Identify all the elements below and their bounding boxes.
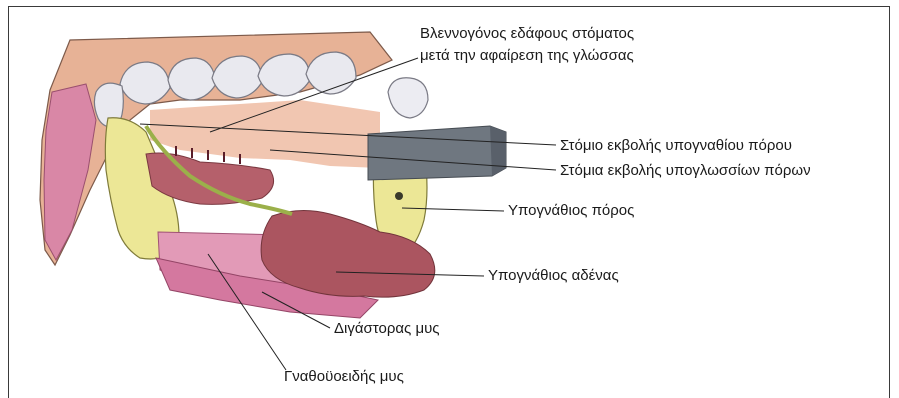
isolated-tooth — [388, 78, 428, 118]
retractor-edge — [490, 126, 506, 176]
duct-cross-section — [395, 192, 403, 200]
retractor-instrument — [368, 126, 506, 180]
label-submandibular-duct-orifice: Στόμιο εκβολής υπογναθίου πόρου — [560, 137, 792, 154]
label-digastric-muscle: Διγάστορας μυς — [334, 320, 440, 337]
label-submandibular-duct: Υπογνάθιος πόρος — [508, 202, 634, 219]
label-mucosa-line1: Βλεννογόνος εδάφους στόματος — [420, 25, 634, 42]
label-mylohyoid-muscle: Γναθοϋοειδής μυς — [284, 368, 404, 385]
label-mucosa-line2: μετά την αφαίρεση της γλώσσας — [420, 47, 634, 64]
label-submandibular-gland: Υπογνάθιος αδένας — [488, 267, 619, 284]
label-sublingual-duct-orifices: Στόμια εκβολής υπογλωσσίων πόρων — [560, 162, 811, 179]
